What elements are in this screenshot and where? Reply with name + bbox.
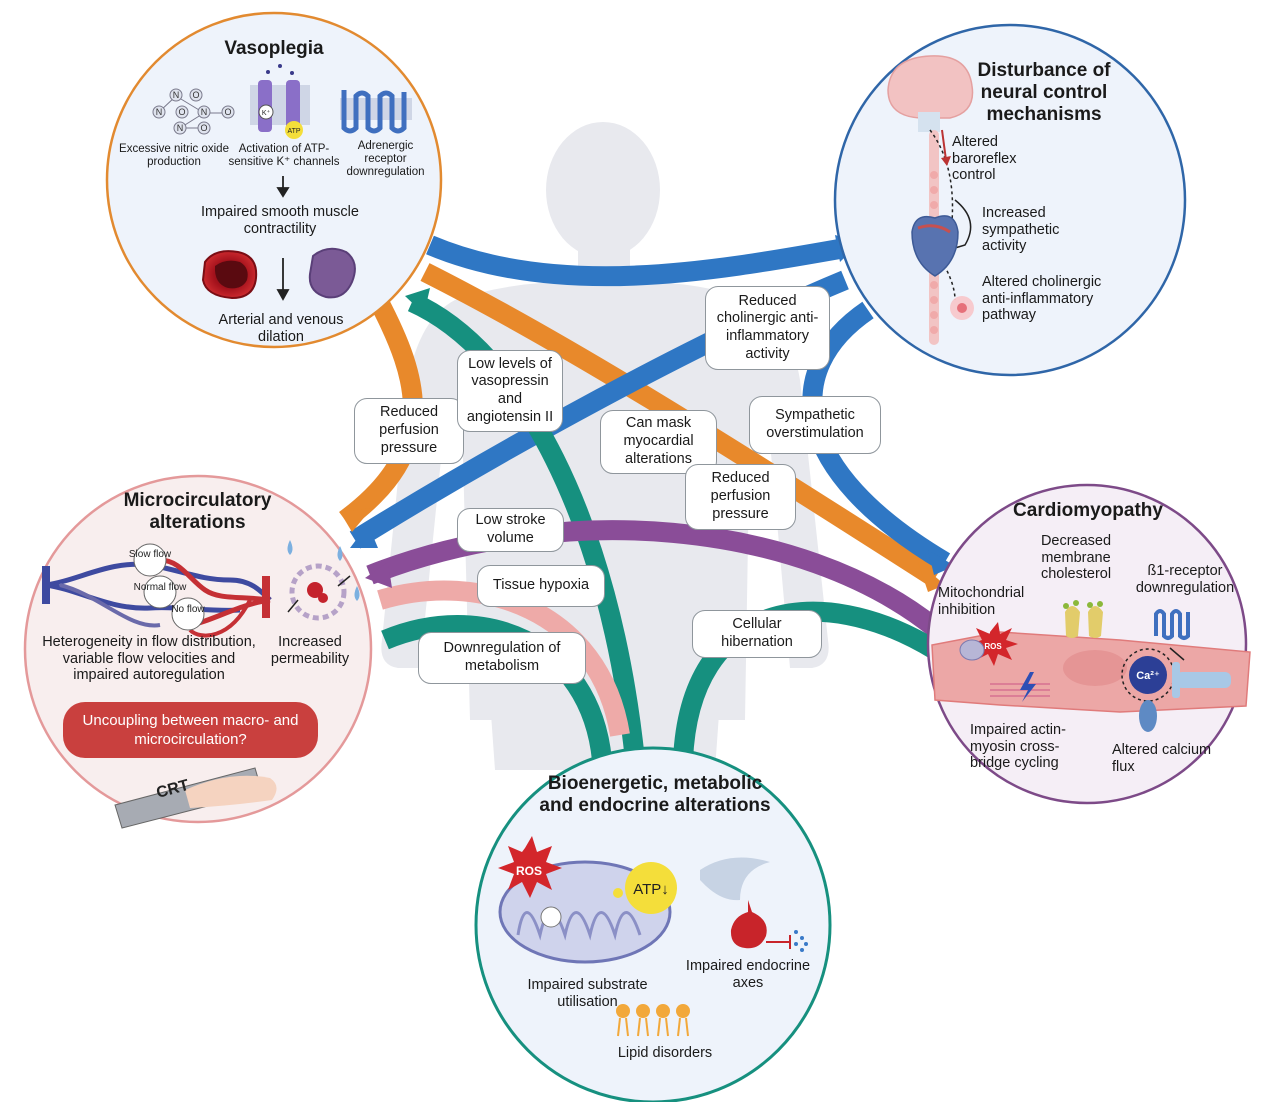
calcium-channel-icon: Ca²⁺ xyxy=(1121,647,1231,732)
label-cellular-hibernation: Cellular hibernation xyxy=(692,610,822,658)
ros-glyph: ROS xyxy=(516,864,542,878)
nitric-oxide-label: Excessive nitric oxide production xyxy=(119,143,229,169)
adrenergic-receptor-icon xyxy=(340,90,412,134)
vasoplegia-title: Vasoplegia xyxy=(224,38,324,59)
ca-glyph: Ca²⁺ xyxy=(1136,670,1160,682)
heterogeneity-label: Heterogeneity in flow distribution, vari… xyxy=(42,634,256,684)
o-glyph: O xyxy=(192,90,199,100)
label-sympathetic-overstimulation: Sympathetic overstimulation xyxy=(749,396,881,454)
uncoupling-badge: Uncoupling between macro- and microcircu… xyxy=(63,702,318,758)
endocrine-label: Impaired endocrine axes xyxy=(685,958,811,991)
label-reduced-perfusion-1: Reduced perfusion pressure xyxy=(354,398,464,464)
o-glyph: O xyxy=(178,107,185,117)
brain-icon xyxy=(887,55,974,132)
flow-labels-icons: Slow flow Normal flow No flow xyxy=(129,543,205,631)
endocrine-gland-icon xyxy=(700,857,808,952)
katp-channel-icon: K⁺ ATP xyxy=(250,64,310,139)
o-glyph: O xyxy=(224,107,231,117)
cardiomyocyte-icon xyxy=(931,631,1251,713)
atp-glyph: ATP xyxy=(287,128,300,135)
no-glyph: N xyxy=(201,107,208,117)
ros-glyph: ROS xyxy=(984,642,1002,651)
label-low-stroke-volume: Low stroke volume xyxy=(457,508,564,552)
atp-down-glyph: ATP↓ xyxy=(633,881,669,898)
no-flow-label: No flow xyxy=(171,604,205,615)
o-glyph: O xyxy=(200,123,207,133)
adrenergic-label: Adrenergic receptor downregulation xyxy=(346,140,425,179)
micro-title: Microcirculatory alterations xyxy=(123,490,272,533)
neural-title: Disturbance of neural control mechanisms xyxy=(977,60,1111,125)
katp-label: Activation of ATP-sensitive K⁺ channels xyxy=(228,143,340,169)
k-glyph: K⁺ xyxy=(262,109,271,117)
cardio-title: Cardiomyopathy xyxy=(1013,500,1163,521)
lightning-icon xyxy=(1020,672,1036,702)
permeability-icon xyxy=(287,540,360,621)
normal-flow-label: Normal flow xyxy=(134,582,188,593)
ros-icon: ROS xyxy=(959,622,1018,666)
no-glyph: N xyxy=(173,90,180,100)
label-downregulation-metabolism: Downregulation of metabolism xyxy=(418,632,586,684)
mitochondrial-label: Mitochondrial inhibition xyxy=(938,585,1025,618)
arrow-down-icon xyxy=(276,176,290,198)
permeability-label: Increased permeability xyxy=(270,634,350,667)
heart-icon xyxy=(911,215,959,277)
bio-title: Bioenergetic, metabolic and endocrine al… xyxy=(539,773,771,816)
no-glyph: N xyxy=(156,107,163,117)
substrate-label: Impaired substrate utilisation xyxy=(527,977,648,1010)
label-reduced-cholinergic: Reduced cholinergic anti-inflammatory ac… xyxy=(705,286,830,370)
calcium-label: Altered calcium flux xyxy=(1112,742,1212,775)
no-glyph: N xyxy=(177,123,184,133)
actin-myosin-label: Impaired actin-myosin cross-bridge cycli… xyxy=(970,722,1066,772)
vasoplegia-circle xyxy=(105,11,443,349)
atp-down-icon: ATP↓ xyxy=(625,862,677,914)
label-low-vasopressin: Low levels of vasopressin and angiotensi… xyxy=(457,350,563,432)
label-can-mask: Can mask myocardial alterations xyxy=(600,410,717,474)
label-tissue-hypoxia: Tissue hypoxia xyxy=(477,565,605,607)
cholinergic-label: Altered cholinergic anti-inflammatory pa… xyxy=(982,274,1102,324)
beta1-label: ß1-receptor downregulation xyxy=(1135,563,1235,596)
sympathetic-label: Increased sympathetic activity xyxy=(982,205,1060,255)
cholesterol-icon xyxy=(1063,600,1103,638)
cholesterol-label: Decreased membrane cholesterol xyxy=(1040,533,1112,583)
lipid-label: Lipid disorders xyxy=(617,1045,713,1061)
ros-icon: ROS xyxy=(498,836,562,898)
label-reduced-perfusion-2: Reduced perfusion pressure xyxy=(685,464,796,530)
baroreflex-label: Altered baroreflex control xyxy=(952,134,1017,184)
blood-vessel-icons xyxy=(201,247,356,301)
lipid-icon xyxy=(616,1004,690,1037)
beta1-receptor-icon xyxy=(1154,609,1190,640)
smooth-muscle-label: Impaired smooth muscle contractility xyxy=(201,204,359,237)
inflammation-icon xyxy=(950,296,974,320)
slow-flow-label: Slow flow xyxy=(129,549,172,560)
nitric-oxide-icon: N O N O N O N O xyxy=(152,88,235,135)
dilation-label: Arterial and venous dilation xyxy=(218,312,344,345)
